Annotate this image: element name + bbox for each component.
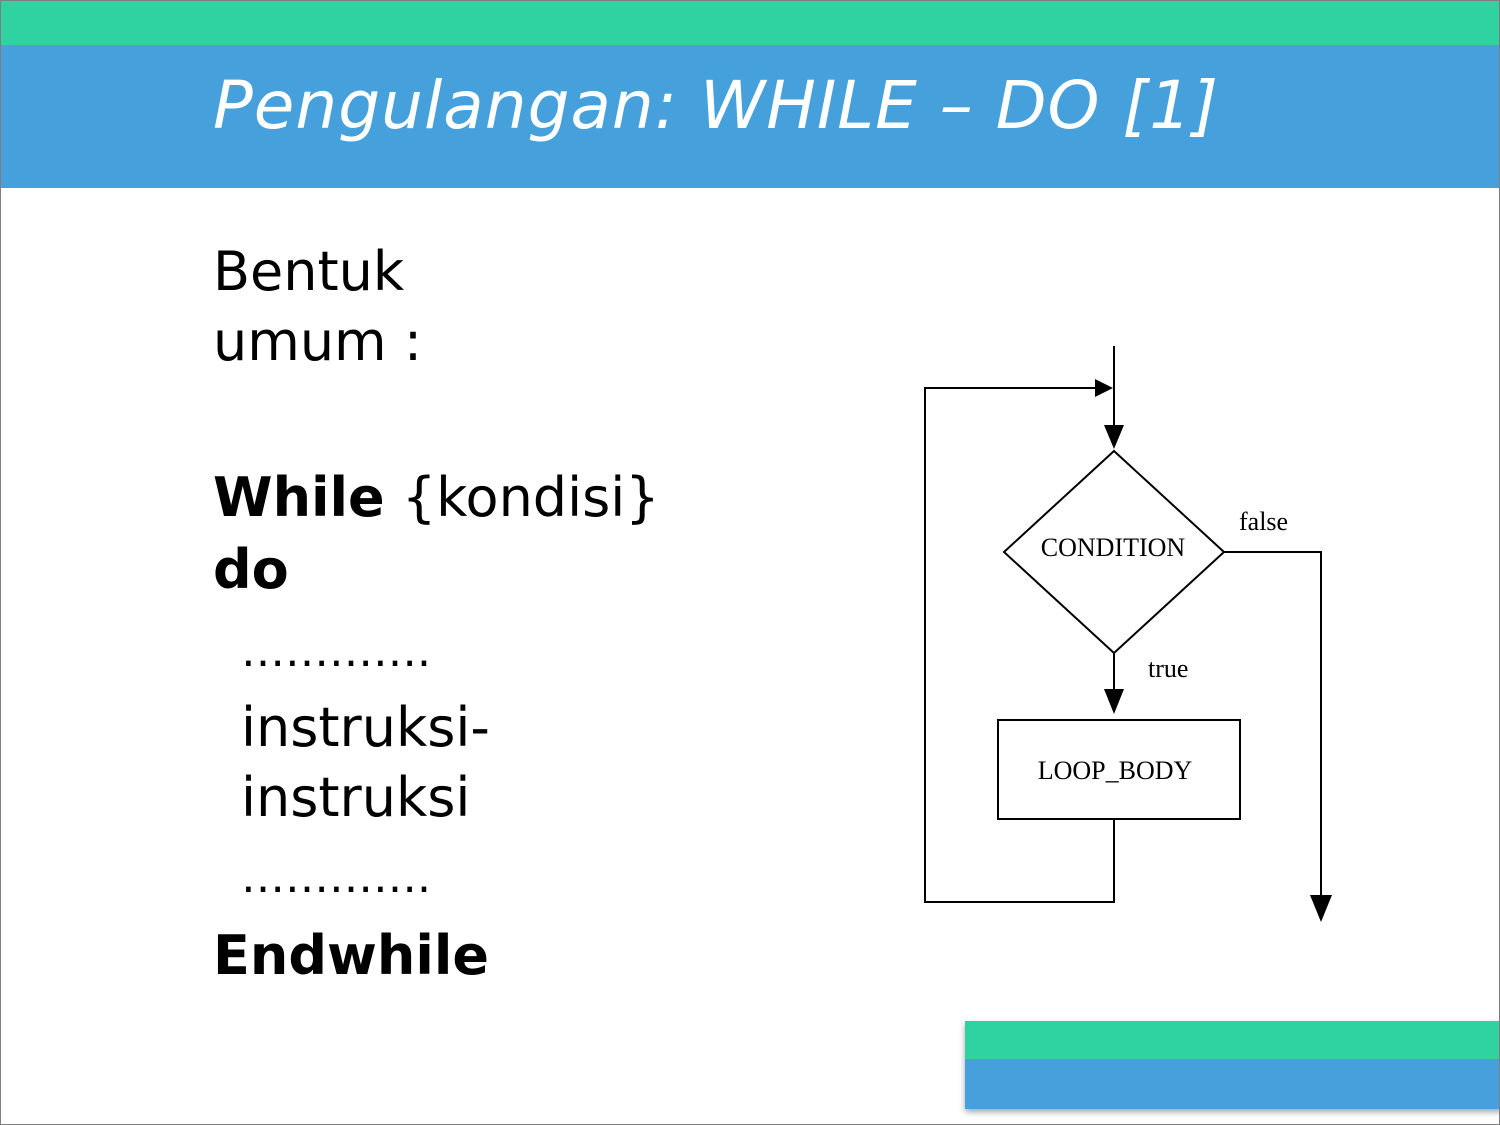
intro-line-1: Bentuk [213,240,405,303]
footer-accent-box [965,1021,1499,1109]
endwhile-keyword: Endwhile [213,924,489,987]
condition-label: CONDITION [1041,533,1186,562]
false-line [1224,551,1322,897]
loop-back-line [924,387,1115,903]
header-bar [1,45,1499,188]
do-keyword: do [213,538,289,601]
loop-body-label: LOOP_BODY [1038,756,1193,785]
footer-green-bar [965,1021,1499,1059]
loop-body-box [997,719,1241,820]
exit-arrowhead [1310,895,1332,922]
instruction-line-2: instruksi [241,766,471,829]
slide-title: Pengulangan: WHILE – DO [1] [213,67,1219,144]
footer-blue-bar [965,1059,1499,1109]
condition-entry-arrowhead [1104,425,1124,449]
true-arrowhead [1104,689,1124,714]
while-condition: {kondisi} [384,466,660,529]
intro-line-2: umum : [213,310,423,373]
false-label: false [1239,507,1288,536]
loop-back-arrowhead [1095,379,1113,397]
while-loop-flowchart: CONDITION false true LOOP_BODY [924,346,1332,922]
while-line: While {kondisi} [213,463,660,533]
header-accent-bar [1,1,1499,45]
dots-top: …………. [241,626,431,677]
while-keyword: While [213,466,385,529]
instruction-line-1: instruksi- [241,696,490,759]
true-label: true [1148,654,1188,683]
dots-bottom: …………. [241,852,431,903]
